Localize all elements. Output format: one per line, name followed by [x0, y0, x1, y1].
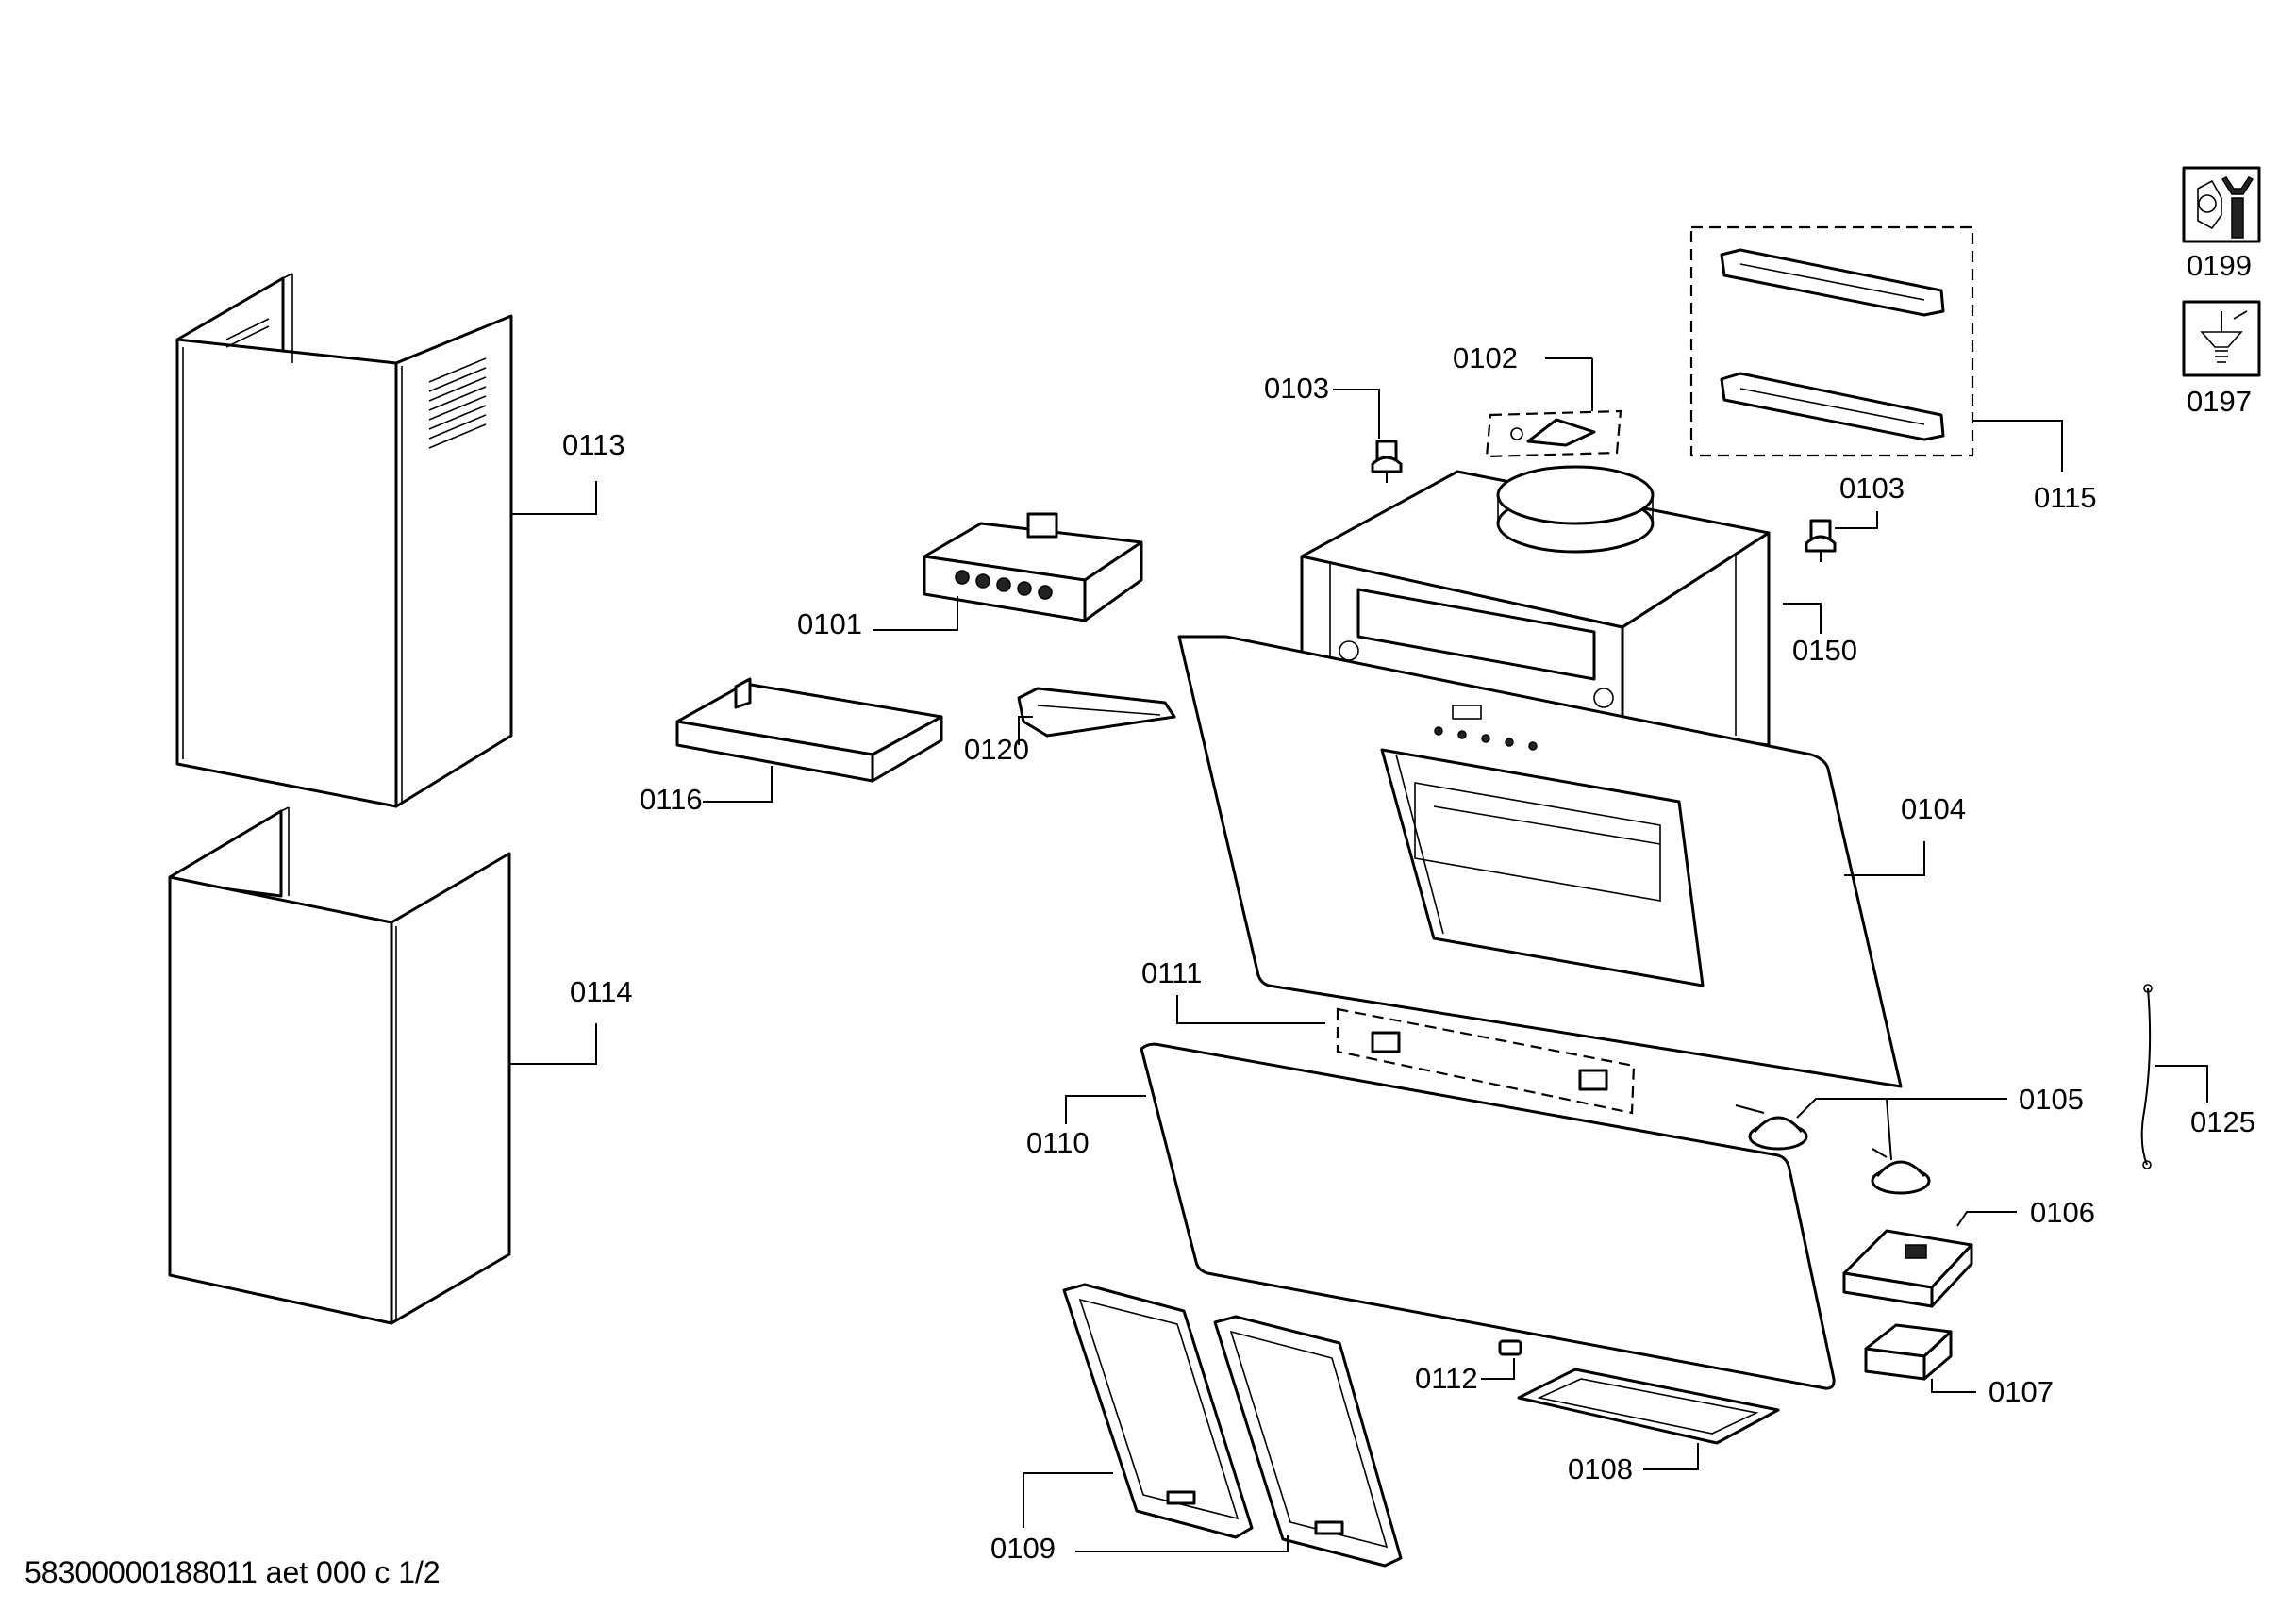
wall-hook-left [1371, 440, 1403, 483]
label-0150: 0150 [1792, 634, 1857, 667]
label-0101: 0101 [797, 607, 862, 640]
label-0113: 0113 [562, 428, 625, 461]
lamp-left [1735, 1104, 1808, 1151]
label-0107: 0107 [1988, 1375, 2054, 1408]
grease-filter-right [1213, 1315, 1403, 1568]
chimney-cover-upper [175, 273, 513, 808]
label-0197: 0197 [2187, 385, 2252, 418]
clip-0120 [1017, 687, 1176, 738]
vent-grille [225, 318, 487, 449]
hinges-0111 [1336, 1007, 1636, 1115]
label-0112: 0112 [1415, 1362, 1478, 1395]
chimney-cover-lower [168, 806, 511, 1325]
wall-hook-right [1805, 519, 1837, 562]
transformer-0107 [1864, 1323, 1953, 1381]
latch-0102 [1485, 409, 1622, 458]
switch-block-0106 [1842, 1229, 1973, 1308]
label-0111: 0111 [1141, 956, 1202, 989]
wrench-nut-icon [2182, 166, 2261, 243]
label-0108: 0108 [1568, 1452, 1633, 1485]
glass-visor [1140, 1042, 1836, 1390]
label-0109: 0109 [990, 1532, 1056, 1565]
label-0102: 0102 [1453, 341, 1518, 374]
light-cover-0108 [1517, 1368, 1780, 1445]
label-0116: 0116 [640, 783, 703, 816]
drawing-reference: 58300000188011 aet 000 c 1/2 [25, 1555, 441, 1589]
label-0114: 0114 [570, 975, 633, 1008]
label-0105: 0105 [2019, 1083, 2084, 1116]
grease-filter-left [1062, 1283, 1254, 1539]
clip-0112 [1498, 1339, 1522, 1356]
label-0115: 0115 [2034, 481, 2097, 514]
label-0103-left: 0103 [1264, 372, 1329, 405]
label-0103-right: 0103 [1839, 472, 1905, 505]
control-module [923, 512, 1143, 622]
label-0110: 0110 [1026, 1126, 1090, 1159]
support-rails-0115 [1689, 225, 1974, 457]
mounting-bracket-0116 [675, 677, 943, 783]
label-0125: 0125 [2190, 1105, 2255, 1138]
lamp-right [1871, 1148, 1931, 1195]
screw-icon [2182, 300, 2261, 377]
label-0199: 0199 [2187, 249, 2252, 282]
cable-0125 [2140, 984, 2153, 1169]
front-glass-panel [1177, 635, 1903, 1088]
label-0106: 0106 [2030, 1196, 2095, 1229]
label-0104: 0104 [1901, 792, 1966, 825]
